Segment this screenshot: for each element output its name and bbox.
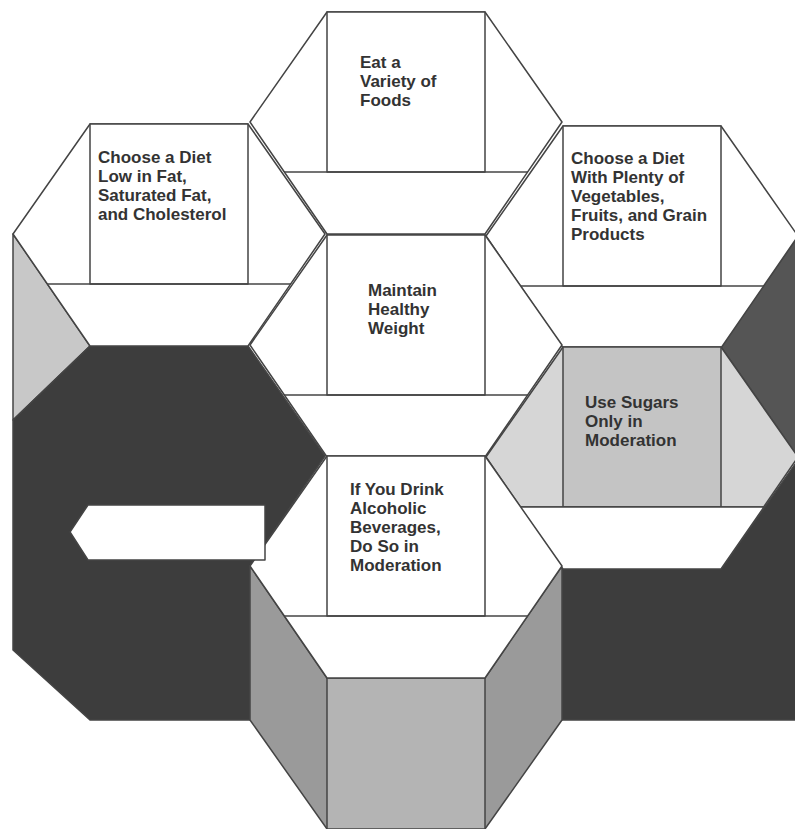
prism-face bbox=[327, 12, 485, 172]
prism-face bbox=[90, 124, 248, 284]
hexagon-label-box: Eat a Variety of Foods bbox=[327, 12, 485, 172]
slot bbox=[70, 505, 265, 560]
prism-edge bbox=[284, 171, 528, 173]
prism-face bbox=[563, 126, 721, 286]
hexagon-label-box: Choose a Diet Low in Fat, Saturated Fat,… bbox=[90, 124, 248, 284]
prism-edge bbox=[520, 285, 764, 287]
guideline-text: Eat a Variety of Foods bbox=[360, 53, 460, 110]
grey-prism-front bbox=[327, 678, 485, 829]
hexagon-label-box: Choose a Diet With Plenty of Vegetables,… bbox=[563, 126, 721, 286]
guideline-text: Choose a Diet With Plenty of Vegetables,… bbox=[571, 149, 716, 244]
hexagon-label-box: If You Drink Alcoholic Beverages, Do So … bbox=[327, 456, 485, 616]
guideline-text: If You Drink Alcoholic Beverages, Do So … bbox=[350, 480, 468, 575]
prism-edge bbox=[284, 394, 528, 396]
prism-face bbox=[327, 456, 485, 616]
hex-prism bbox=[250, 456, 562, 678]
guideline-text: Use Sugars Only in Moderation bbox=[585, 393, 695, 450]
prism-edge bbox=[47, 283, 291, 285]
guideline-text: Maintain Healthy Weight bbox=[368, 281, 468, 338]
guideline-text: Choose a Diet Low in Fat, Saturated Fat,… bbox=[98, 148, 243, 224]
hexagon-label-box: Maintain Healthy Weight bbox=[327, 235, 485, 395]
hexagon-label-box: Use Sugars Only in Moderation bbox=[563, 347, 721, 507]
prism-edge bbox=[284, 615, 528, 617]
prism-face bbox=[563, 347, 721, 507]
prism-face bbox=[327, 235, 485, 395]
